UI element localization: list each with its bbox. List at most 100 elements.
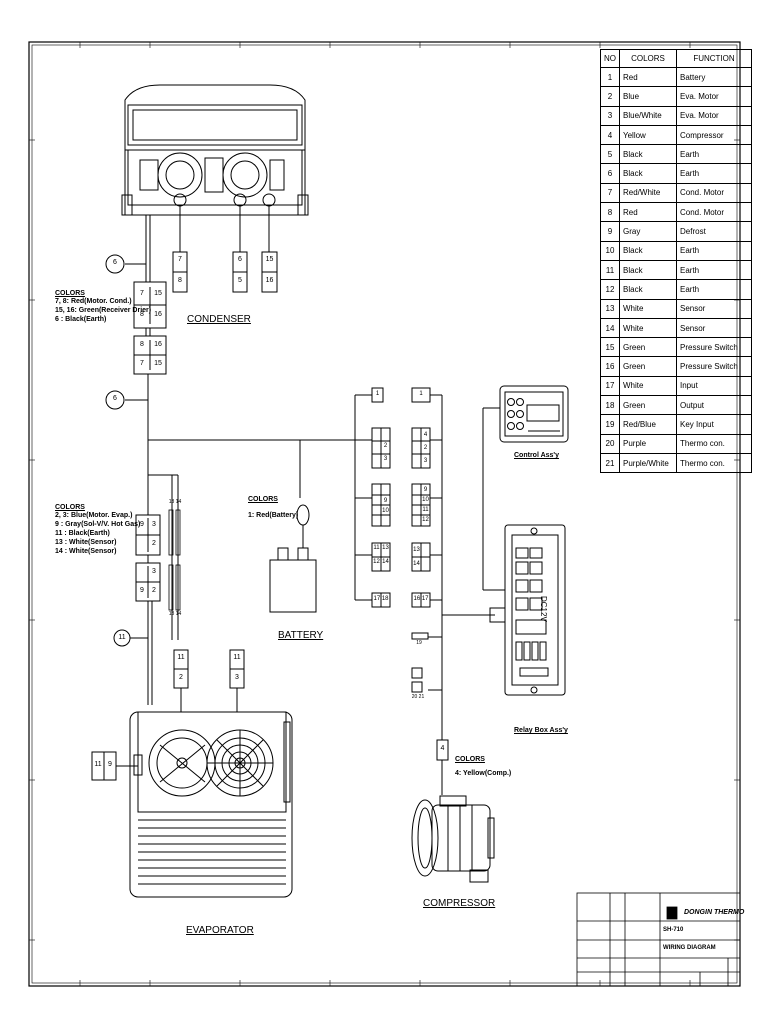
pin-label: 2 (179, 674, 183, 681)
wire-tag-label: 13 14 (168, 499, 182, 505)
pin-label: 1 (375, 391, 380, 397)
border-ticks (29, 42, 740, 986)
condenser-note-line: 7, 8: Red(Motor. Cond.) (55, 298, 132, 305)
pin-label: 9 (140, 587, 144, 594)
pin-label: 13 14 (413, 547, 420, 567)
cell-no: 15 (600, 337, 620, 358)
battery-label: BATTERY (278, 630, 324, 641)
evaporator-label: EVAPORATOR (186, 925, 254, 936)
cell-no: 2 (600, 86, 620, 107)
pin-label: 2 3 (383, 443, 388, 462)
cell-function: Earth (676, 240, 752, 261)
pin-label: 11 (233, 654, 241, 661)
ground-pin-label: 11 (118, 634, 126, 641)
compressor-note-line: 4: Yellow(Comp.) (455, 770, 512, 777)
cell-color: Purple (619, 433, 677, 454)
battery-note-title: COLORS (248, 496, 278, 503)
ground-pin-label: 6 (113, 395, 117, 402)
compressor-connector-label: 4 (440, 745, 445, 752)
cell-color: Green (619, 395, 677, 416)
condenser-colors-note: COLORS 7, 8: Red(Motor. Cond.) 15, 16: G… (55, 290, 151, 324)
pin-label: 15 (154, 290, 162, 297)
cell-color: Blue/White (619, 105, 677, 126)
pin-label: 11 12 (373, 545, 380, 565)
compressor (411, 795, 495, 883)
cell-color: Green (619, 356, 677, 377)
cell-no: 5 (600, 144, 620, 165)
evaporator-note-line: 11 : Black(Earth) (55, 530, 110, 537)
pin-label: 4 2 3 (423, 432, 428, 464)
cell-no: 6 (600, 163, 620, 184)
cell-no: 3 (600, 105, 620, 126)
cell-color: Green (619, 337, 677, 358)
cell-function: Sensor (676, 317, 752, 339)
cell-no: 18 (600, 395, 620, 416)
cell-color: Black (619, 259, 677, 281)
pin-label: 15 (154, 360, 162, 367)
ground-terminal-top (105, 254, 125, 274)
pin-label: 8 (140, 341, 144, 348)
evaporator-colors-note: COLORS 2, 3: Blue(Motor. Evap.) 9 : Gray… (55, 504, 140, 556)
cell-function: Input (676, 375, 752, 397)
battery-colors-note: COLORS 1: Red(Battery) (248, 496, 298, 520)
evaporator-note-title: COLORS (55, 504, 85, 511)
pin-label: 9 (108, 761, 112, 768)
cell-color: Blue (619, 86, 677, 107)
condenser-note-line: 15, 16: Green(Receiver Drier) (55, 307, 152, 314)
ground-terminal-evap (113, 629, 131, 647)
compressor-label: COMPRESSOR (423, 898, 496, 909)
pin-label: 2 (152, 540, 156, 547)
pin-label: 7 (178, 256, 182, 263)
cell-color: White (619, 298, 677, 319)
header-function: FUNCTION (676, 49, 752, 68)
cell-color: Black (619, 144, 677, 165)
drawing-title: WIRING DIAGRAM (663, 945, 716, 951)
cell-color: Black (619, 240, 677, 261)
cell-function: Pressure Switch (676, 356, 752, 377)
cell-no: 17 (600, 375, 620, 397)
condenser-note-title: COLORS (55, 290, 85, 297)
cell-function: Pressure Switch (676, 337, 752, 358)
cell-no: 10 (600, 240, 620, 261)
cell-function: Eva. Motor (676, 86, 752, 107)
cell-no: 13 (600, 298, 620, 319)
pin-label: 9 10 (382, 498, 389, 514)
cell-function: Cond. Motor (676, 202, 752, 223)
cell-function: Output (676, 395, 752, 416)
cell-color: Red/White (619, 182, 677, 204)
cell-color: Black (619, 163, 677, 184)
pin-label: 11 (177, 654, 185, 661)
cell-color: Purple/White (619, 452, 677, 474)
evaporator-note-line: 2, 3: Blue(Motor. Evap.) (55, 512, 133, 519)
pin-label: 7 (140, 360, 144, 367)
cell-color: Red (619, 66, 677, 88)
pin-label: 19 (416, 640, 422, 646)
pin-label: 3 (235, 674, 239, 681)
pin-label: 13 14 (382, 545, 389, 565)
cell-no: 21 (600, 452, 620, 474)
battery (269, 504, 317, 613)
cell-function: Cond. Motor (676, 182, 752, 204)
cell-color: Gray (619, 221, 677, 242)
header-colors: COLORS (619, 49, 677, 68)
wiring-harness (116, 394, 505, 795)
cell-function: Eva. Motor (676, 105, 752, 126)
pin-label: 17 18 (373, 596, 389, 602)
battery-note-line: 1: Red(Battery) (248, 512, 299, 519)
company-name: DONGIN THERMO (684, 909, 745, 916)
cell-no: 14 (600, 317, 620, 339)
